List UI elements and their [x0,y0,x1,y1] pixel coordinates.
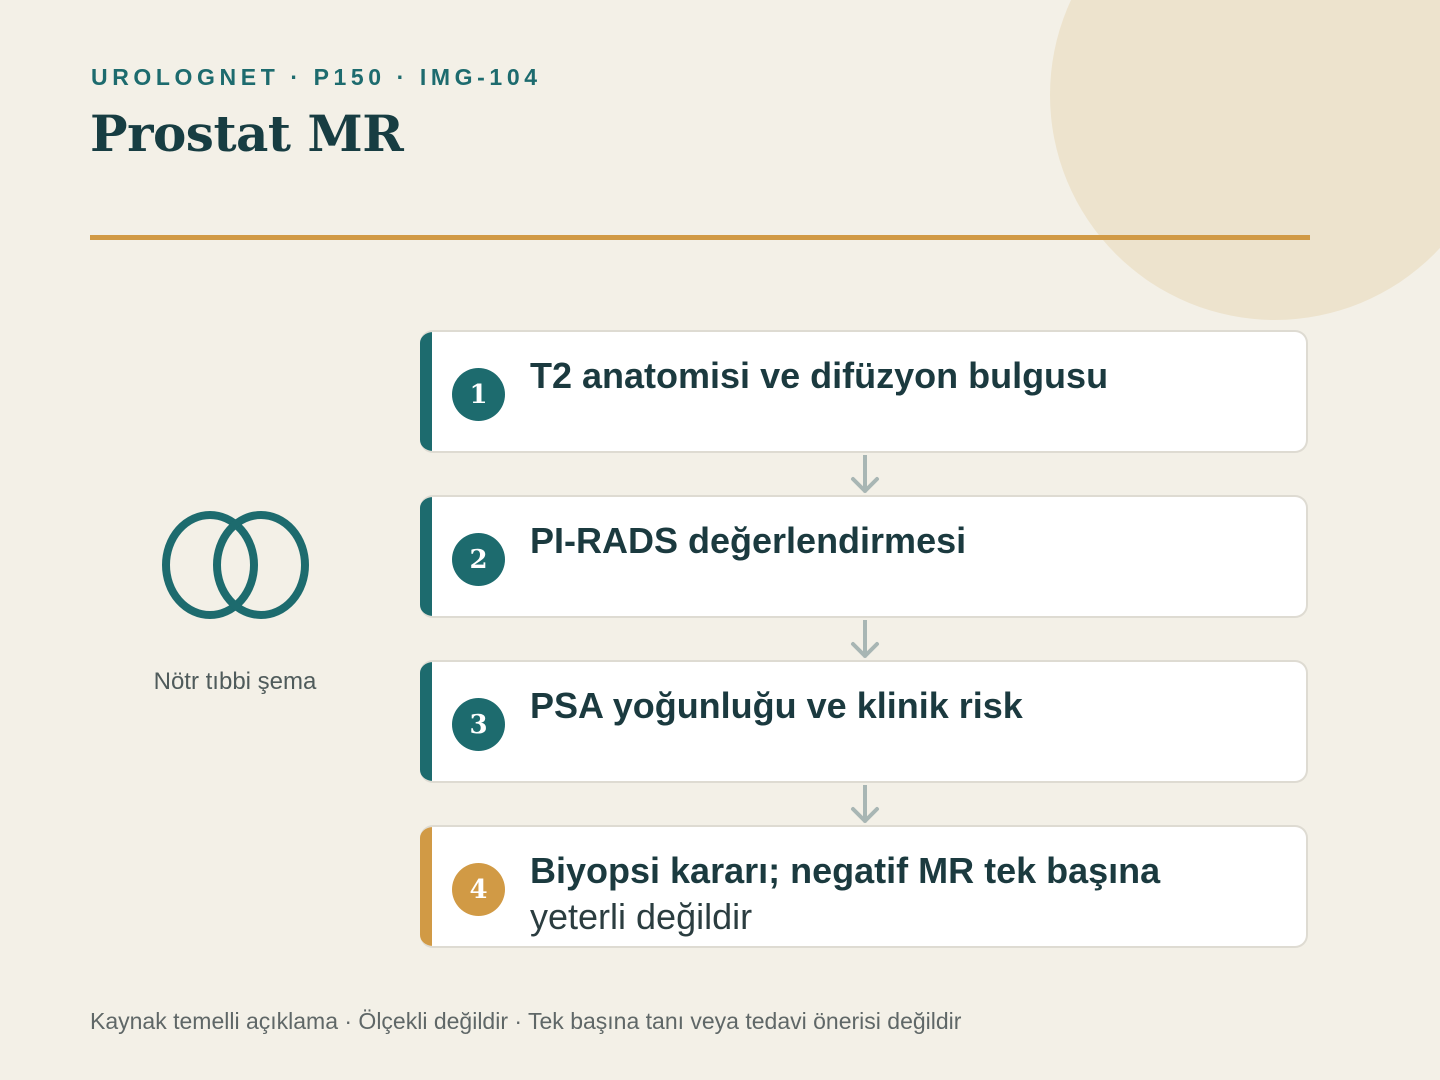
step-number-badge: 4 [452,863,505,916]
page-title: Prostat MR [90,104,404,163]
header-divider [90,235,1310,240]
step-title: T2 anatomisi ve difüzyon bulgusu [530,355,1109,396]
step-accent-bar [420,662,432,781]
step-accent-bar [420,827,432,946]
step-accent-bar [420,497,432,616]
step-subtitle: yeterli değildir [530,896,753,937]
step-title: PSA yoğunluğu ve klinik risk [530,685,1023,726]
step-card-4: 4 Biyopsi kararı; negatif MR tek başına … [420,825,1308,948]
decorative-circle [1050,0,1440,320]
step-title: Biyopsi kararı; negatif MR tek başına [530,850,1161,891]
step-title: PI-RADS değerlendirmesi [530,520,967,561]
arrow-down-icon [851,620,879,658]
step-number-badge: 2 [452,533,505,586]
step-text: PSA yoğunluğu ve klinik risk [530,683,1266,729]
step-accent-bar [420,332,432,451]
step-number-badge: 1 [452,368,505,421]
side-caption: Nötr tıbbi şema [153,668,317,695]
arrow-down-icon [851,785,879,823]
step-text: Biyopsi kararı; negatif MR tek başına ye… [530,848,1266,940]
footer-disclaimer: Kaynak temelli açıklama · Ölçekli değild… [90,1008,962,1034]
arrow-down-icon [851,455,879,493]
step-text: PI-RADS değerlendirmesi [530,518,1266,564]
step-card-3: 3 PSA yoğunluğu ve klinik risk [420,660,1308,783]
prostate-outline-icon [162,511,309,619]
step-card-1: 1 T2 anatomisi ve difüzyon bulgusu [420,330,1308,453]
step-number-badge: 3 [452,698,505,751]
step-text: T2 anatomisi ve difüzyon bulgusu [530,353,1266,399]
header-kicker: UROLOGNET · P150 · IMG-104 [91,64,542,90]
step-card-2: 2 PI-RADS değerlendirmesi [420,495,1308,618]
